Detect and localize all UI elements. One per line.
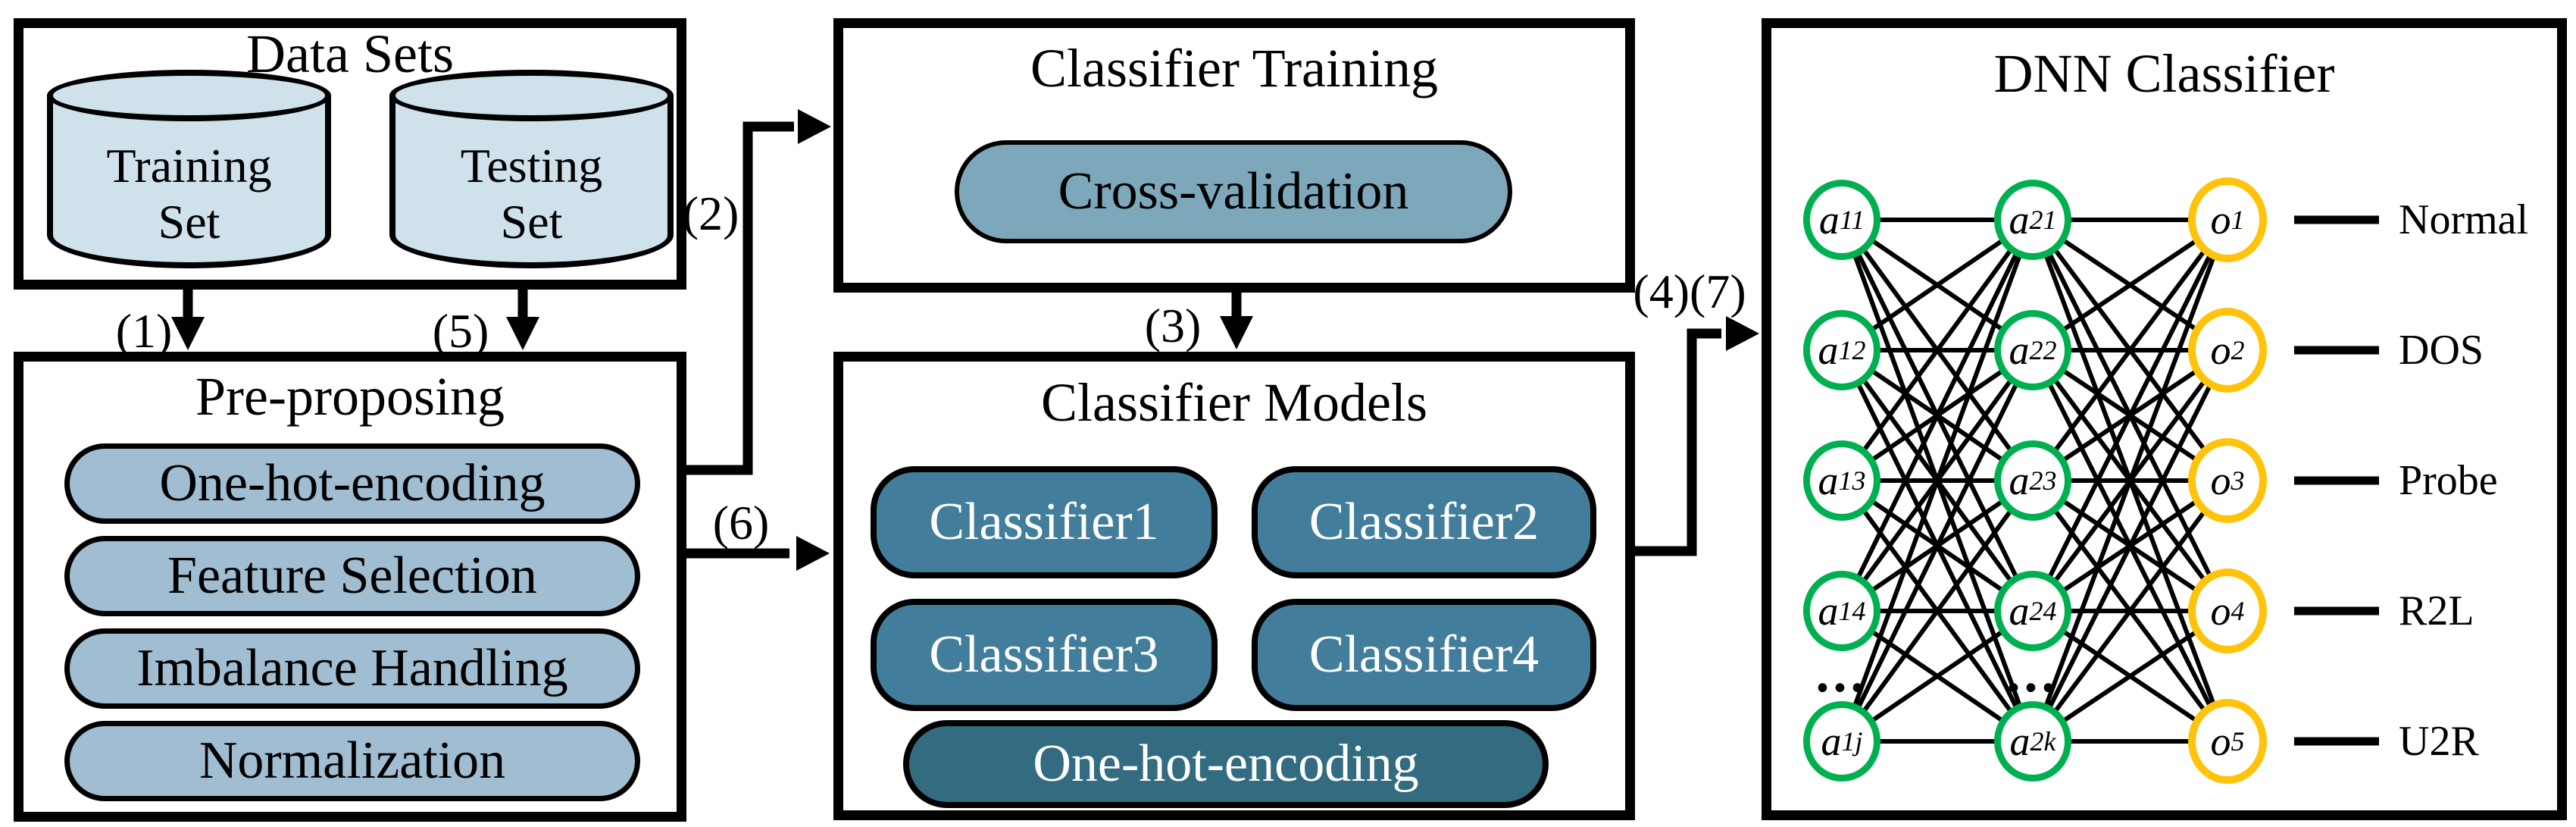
dnn-edge — [1840, 218, 2035, 612]
dnn-edge — [2030, 218, 2230, 482]
preprocessing-title: Pre-proposing — [195, 366, 505, 427]
classifier3-pill: Classifier3 — [871, 599, 1218, 711]
classifier1-pill: Classifier1 — [871, 466, 1218, 578]
arrow-1-head — [171, 317, 205, 350]
class-label-u2r: U2R — [2399, 718, 2479, 765]
testing-set-label: Testing Set — [460, 139, 603, 249]
classifier-training-title: Classifier Training — [1030, 38, 1439, 99]
class-label-probe: Probe — [2399, 457, 2498, 504]
classifier4-pill: Classifier4 — [1252, 599, 1596, 711]
step-imbalance-handling: Imbalance Handling — [64, 628, 640, 709]
dnn-edge — [2030, 349, 2230, 743]
arrow-4-7-head — [1726, 316, 1759, 351]
arrow-4-7-line — [1634, 328, 1721, 556]
cross-validation-pill: Cross-validation — [955, 140, 1512, 243]
class-label-dos: DOS — [2399, 327, 2484, 374]
cylinder-top-ellipse — [47, 70, 331, 121]
arrow-5-head — [506, 317, 539, 350]
arrow-3-head — [1220, 316, 1253, 349]
flow-label-4-7: (4)(7) — [1633, 265, 1746, 318]
dnn-edge — [2030, 479, 2230, 743]
class-label-r2l: R2L — [2399, 587, 2474, 634]
cylinder-body — [47, 96, 331, 268]
cylinder-body — [389, 96, 674, 268]
dnn-classifier-title: DNN Classifier — [1993, 43, 2335, 104]
flow-label-5: (5) — [432, 304, 489, 358]
arrow-2-head — [798, 109, 831, 144]
step-one-hot-encoding: One-hot-encoding — [64, 443, 640, 524]
cylinder-top-ellipse — [389, 70, 674, 121]
datasets-title: Data Sets — [246, 23, 454, 84]
layer1-ellipsis: ... — [1815, 643, 1868, 703]
training-set-label: Training Set — [106, 139, 272, 249]
flow-label-6: (6) — [712, 496, 770, 550]
testing-set-cylinder: Testing Set — [389, 70, 674, 268]
arrow-2-line — [686, 121, 794, 475]
dnn-classifier-box — [1762, 18, 2567, 820]
training-set-cylinder: Training Set — [47, 70, 331, 268]
flow-label-1: (1) — [115, 304, 173, 358]
step-feature-selection: Feature Selection — [64, 536, 640, 616]
arrow-6-head — [796, 536, 830, 571]
dnn-edge — [1840, 218, 2035, 743]
flow-label-3: (3) — [1144, 299, 1202, 352]
class-label-normal: Normal — [2399, 196, 2529, 243]
dnn-edge — [2030, 218, 2230, 612]
dnn-edge — [1840, 218, 2035, 482]
models-one-hot-encoding-pill: One-hot-encoding — [903, 720, 1549, 808]
dnn-edge — [1840, 479, 2035, 743]
layer2-ellipsis: ... — [2006, 643, 2059, 703]
dnn-edge — [2030, 218, 2230, 743]
classifier2-pill: Classifier2 — [1252, 466, 1596, 578]
dnn-edge — [1840, 349, 2035, 743]
step-normalization: Normalization — [64, 721, 640, 801]
flow-label-2: (2) — [682, 186, 739, 240]
classifier-models-title: Classifier Models — [1041, 372, 1427, 433]
